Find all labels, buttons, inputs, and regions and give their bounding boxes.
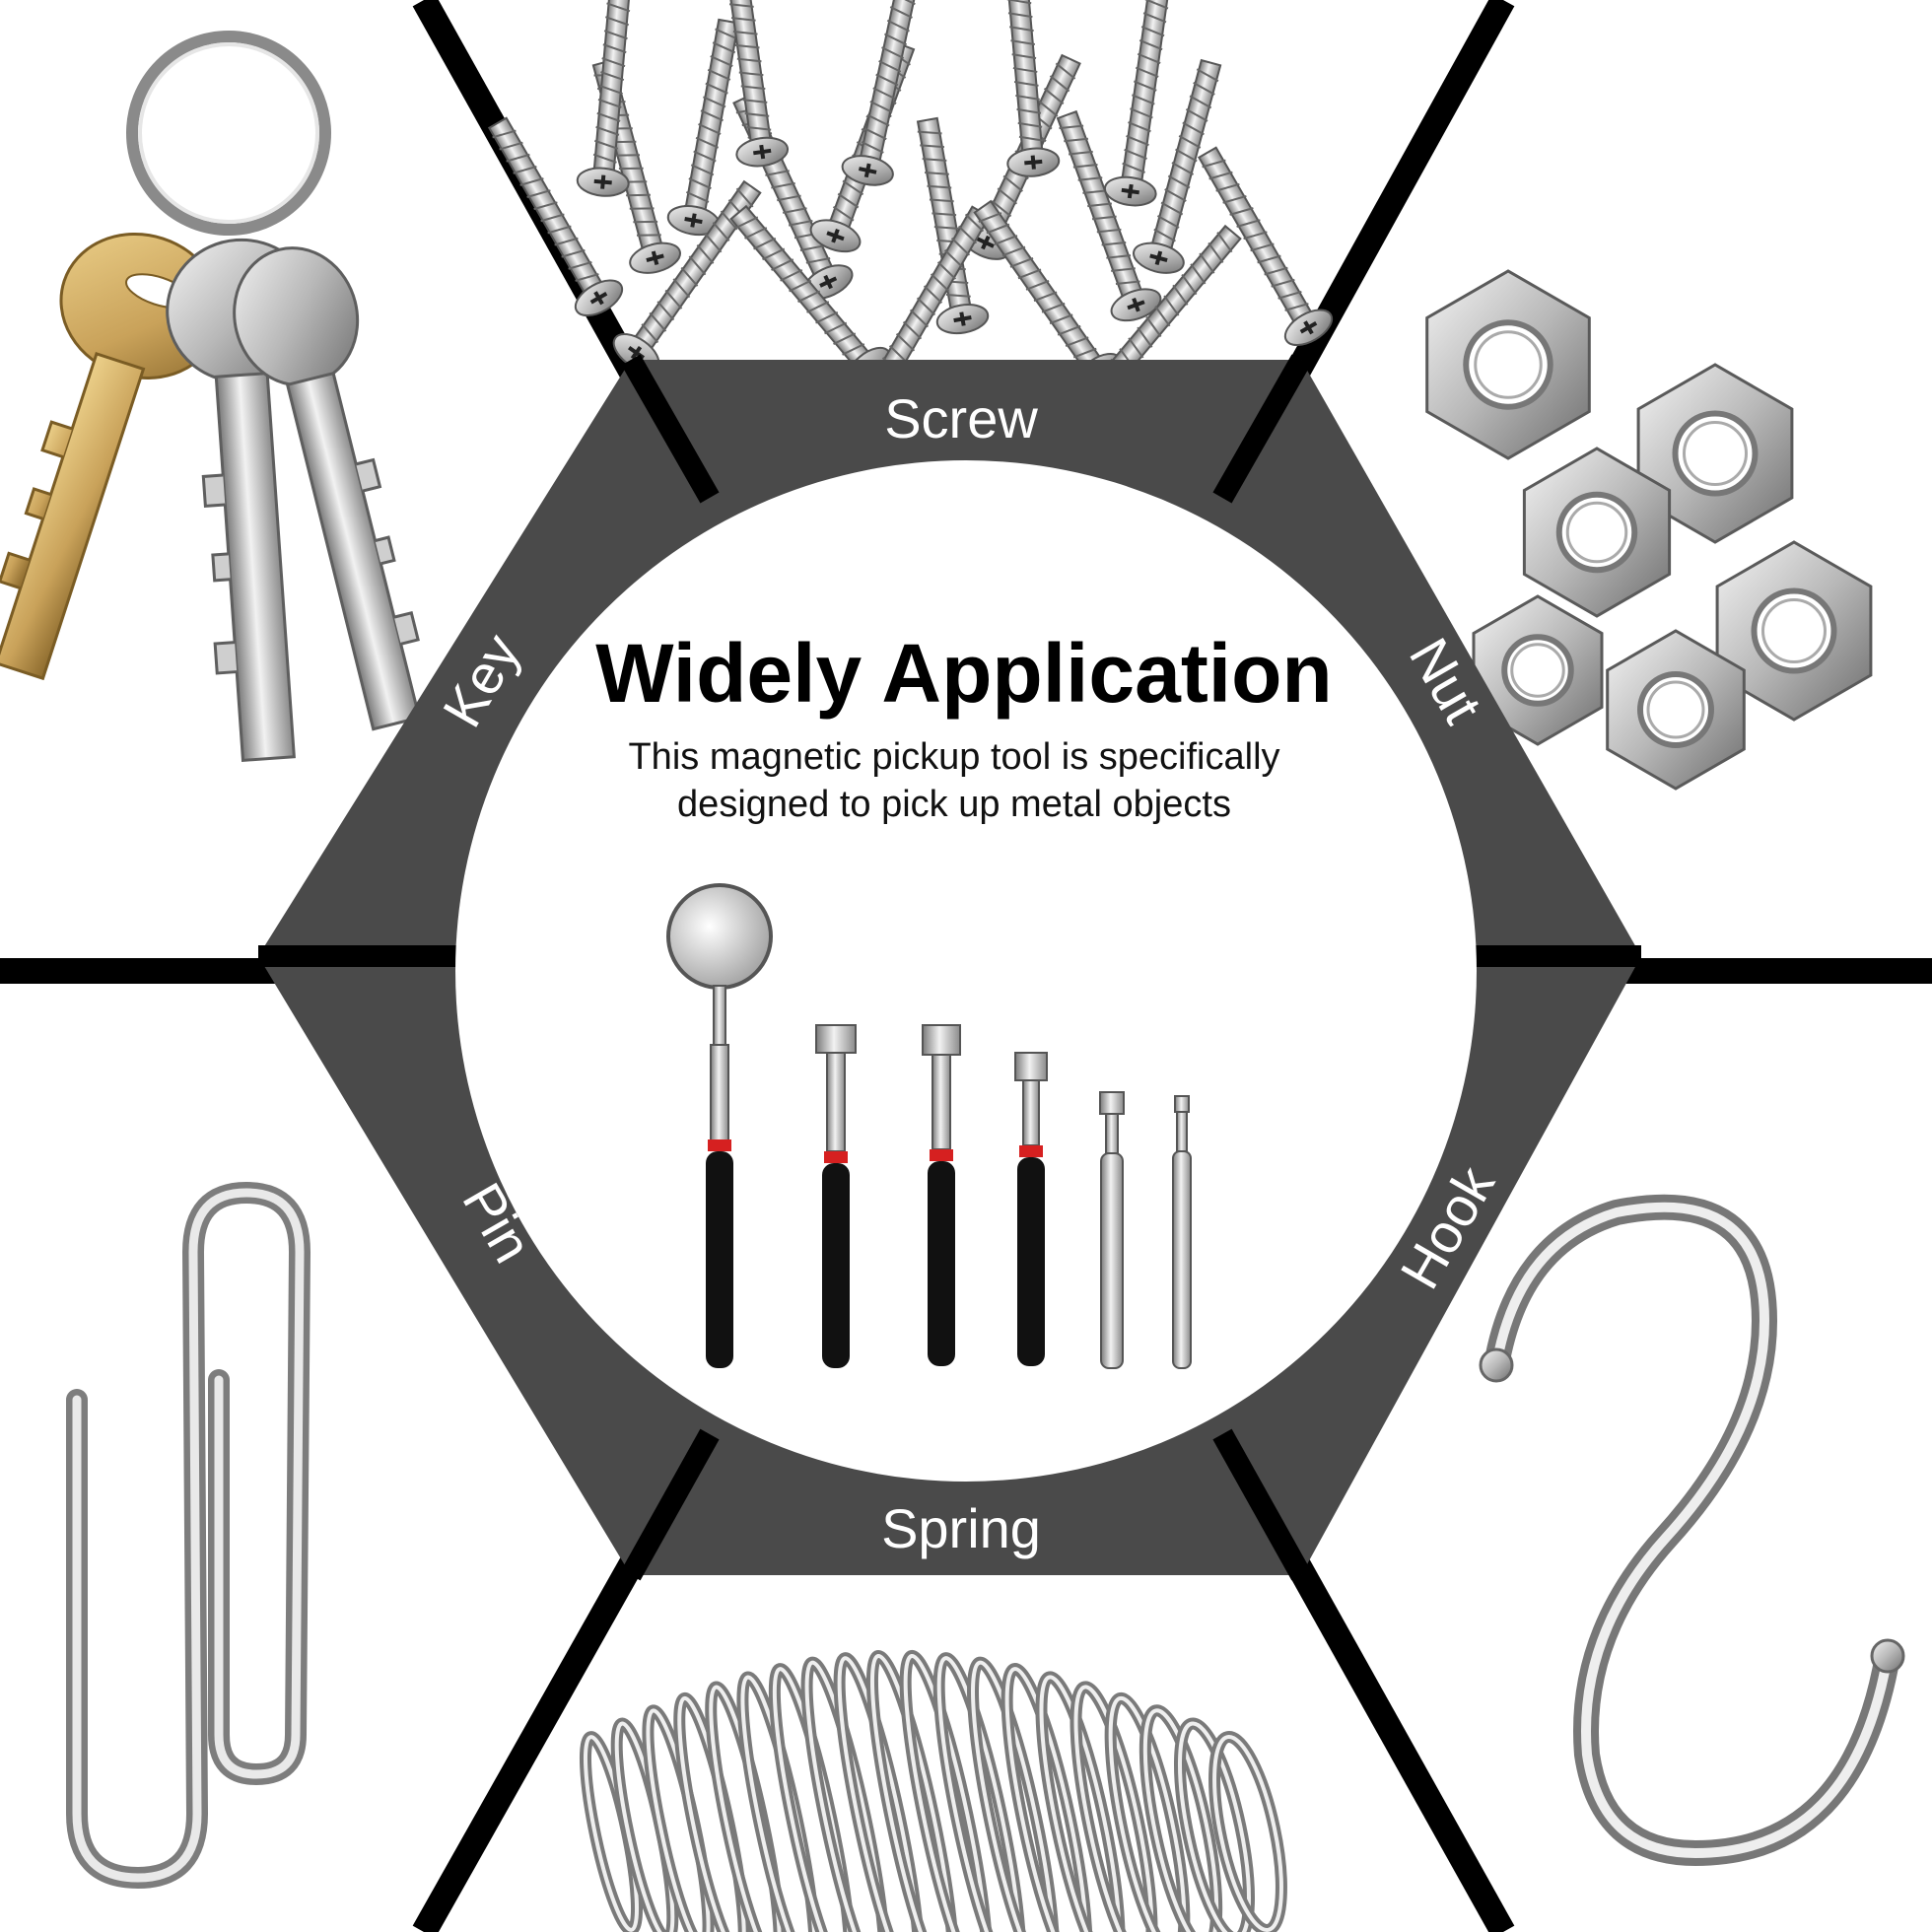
nut bbox=[1715, 540, 1873, 722]
nut bbox=[1522, 447, 1672, 618]
screws-image bbox=[487, 0, 1334, 408]
keys-image bbox=[0, 31, 422, 762]
screw bbox=[612, 179, 762, 373]
tool-pen-magnet-slim bbox=[1172, 1095, 1192, 1369]
screw bbox=[576, 0, 632, 197]
description-line-1: This magnetic pickup tool is specificall… bbox=[628, 736, 1279, 778]
description-line-2: designed to pick up metal objects bbox=[677, 784, 1231, 825]
screw bbox=[487, 116, 624, 317]
tool-magnet-small bbox=[1014, 1052, 1048, 1366]
tool-magnet-medium bbox=[922, 1024, 961, 1366]
screw bbox=[666, 18, 740, 237]
hexagon-ring: Screw Spring Key Nut Pin Hook bbox=[258, 354, 1641, 1581]
s-hook-image bbox=[1479, 1194, 1905, 1867]
headline: Widely Application bbox=[595, 627, 1333, 720]
nut bbox=[1425, 269, 1591, 460]
nuts-image bbox=[1425, 269, 1873, 791]
paperclip-image bbox=[66, 1182, 310, 1889]
tool-inspection-mirror bbox=[666, 883, 773, 1368]
screw bbox=[1103, 0, 1170, 207]
screw bbox=[1197, 146, 1334, 347]
screw bbox=[1133, 58, 1222, 274]
center-content: Widely Application This magnetic pickup … bbox=[595, 627, 1333, 825]
screw bbox=[723, 0, 790, 168]
tool-magnet-large bbox=[815, 1024, 857, 1368]
nut bbox=[1606, 629, 1746, 791]
magnetic-pickup-tools-image bbox=[666, 883, 1192, 1369]
center-circle bbox=[455, 460, 1477, 1482]
tool-pen-magnet bbox=[1099, 1091, 1125, 1369]
screw bbox=[841, 0, 921, 186]
nut bbox=[1636, 363, 1794, 544]
spring-image bbox=[579, 1649, 1287, 1932]
label-spring: Spring bbox=[881, 1497, 1041, 1559]
screw bbox=[1004, 0, 1061, 177]
nut bbox=[1472, 594, 1604, 746]
label-screw: Screw bbox=[884, 387, 1038, 449]
screw bbox=[1056, 109, 1162, 322]
